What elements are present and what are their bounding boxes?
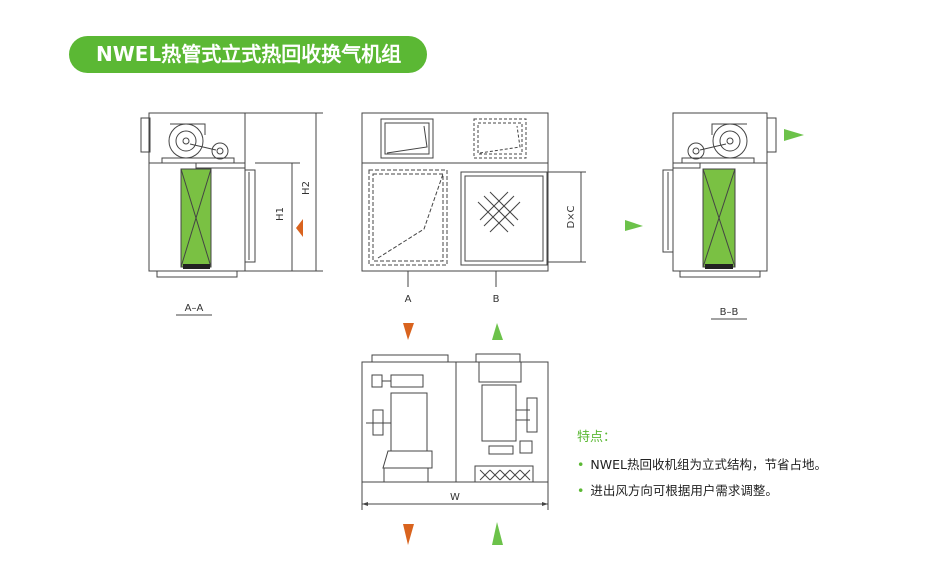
section-aa-view: H1 H2 A–A [140, 112, 323, 316]
feature-text: NWEL热回收机组为立式结构，节省占地。 [590, 457, 827, 472]
plan-view: W [361, 353, 549, 545]
filter-cross-icon [477, 191, 521, 233]
outflow-arrow-icon [784, 129, 804, 141]
b-label: B [493, 294, 500, 305]
h1-label: H1 [275, 207, 286, 221]
feature-item: • 进出风方向可根据用户需求调整。 [577, 480, 778, 499]
dxc-label: D×C [566, 205, 577, 228]
section-bb-view: B–B [662, 112, 804, 320]
a-label: A [405, 294, 412, 305]
front-view: D×C A B [361, 112, 643, 340]
w-label: W [450, 492, 460, 503]
up-arrow-bottom-icon [492, 522, 503, 545]
down-arrow-icon [403, 323, 414, 340]
inflow-arrow-icon [296, 219, 303, 237]
bullet-icon: • [577, 483, 585, 498]
up-arrow-icon [492, 323, 503, 340]
right-arrow-icon [625, 220, 643, 231]
feature-item: • NWEL热回收机组为立式结构，节省占地。 [577, 454, 827, 473]
features-heading: 特点： [577, 430, 617, 445]
h2-label: H2 [301, 181, 312, 195]
feature-text: 进出风方向可根据用户需求调整。 [590, 483, 778, 498]
page-title: NWEL热管式立式热回收换气机组 [69, 36, 427, 73]
down-arrow-bottom-icon [403, 524, 414, 545]
filter-grid-icon [479, 469, 531, 481]
section-bb-label: B–B [720, 307, 739, 318]
section-aa-label: A–A [185, 303, 204, 314]
bullet-icon: • [577, 457, 585, 472]
